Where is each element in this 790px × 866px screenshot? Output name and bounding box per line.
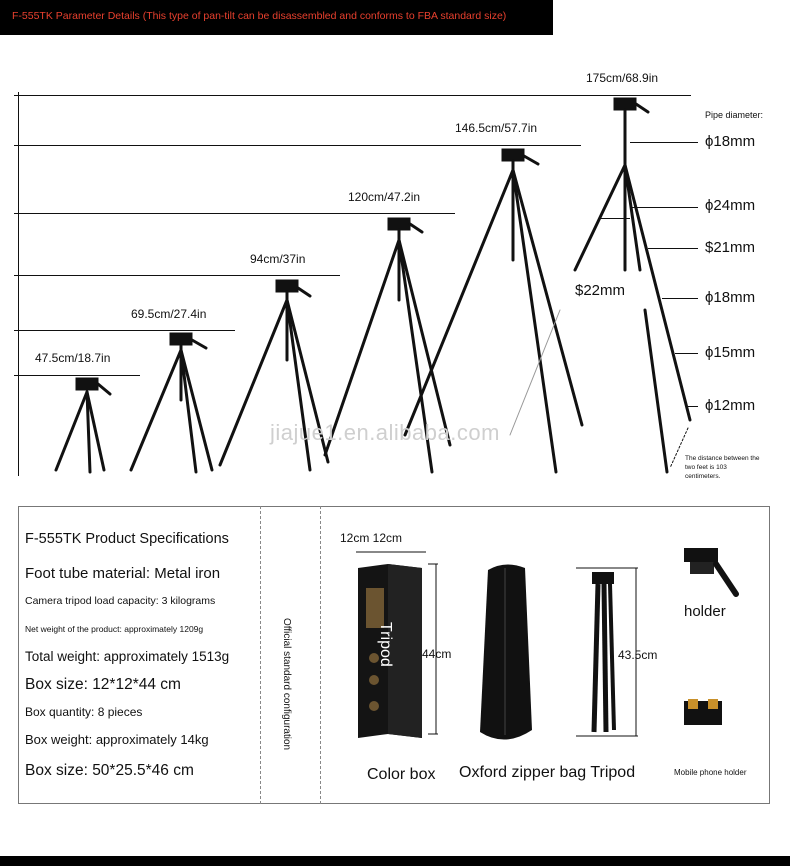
tripod-94cm <box>218 279 330 472</box>
pipe-pointer <box>662 298 698 299</box>
pipe-pointer <box>686 406 698 407</box>
height-label: 94cm/37in <box>250 252 306 266</box>
spec-line: Camera tripod load capacity: 3 kilograms <box>25 595 216 607</box>
bottom-bar <box>0 856 790 866</box>
height-label: 146.5cm/57.7in <box>455 121 538 135</box>
pipe-diameter-value: ϕ18mm <box>705 133 756 150</box>
tripod-120cm <box>323 217 452 474</box>
holder-caption: holder <box>684 603 726 620</box>
banner-title: F-555TK Parameter Details (This type of … <box>12 10 507 22</box>
phone-holder-caption: Mobile phone holder <box>674 768 747 777</box>
pipe-diameter-value: ϕ24mm <box>705 197 756 214</box>
height-line <box>18 330 235 331</box>
spec-line: Foot tube material: Metal iron <box>25 565 221 582</box>
pipe-diameter-value: $21mm <box>705 239 756 256</box>
height-label: 175cm/68.9in <box>586 71 659 85</box>
spec-line: Box weight: approximately 14kg <box>25 732 209 747</box>
box-height-label: 44cm <box>422 647 452 661</box>
divider <box>320 506 321 804</box>
height-label: 120cm/47.2in <box>348 190 421 204</box>
height-axis <box>18 92 19 476</box>
phone-holder-image <box>684 699 722 725</box>
spec-line: Box size: 12*12*44 cm <box>25 676 181 693</box>
watermark: jiajue1.en.alibaba.com <box>270 420 500 445</box>
height-line <box>18 375 140 376</box>
tripod-146cm <box>403 148 584 474</box>
spec-line: Net weight of the product: approximately… <box>25 624 204 634</box>
feet-distance-note: The distance between the two feet is 103… <box>685 455 760 480</box>
pipe-pointer <box>675 353 698 354</box>
specifications-panel <box>18 506 770 804</box>
tripod-47cm <box>54 377 112 474</box>
folded-tripod-image <box>576 567 638 737</box>
pipe-diameter-value: ϕ12mm <box>705 397 756 414</box>
box-brand: Tripod <box>377 622 394 667</box>
title-banner: F-555TK Parameter Details (This type of … <box>0 0 553 35</box>
pipe-diameter-value: ϕ18mm <box>705 289 756 306</box>
color-box-caption: Color box <box>367 766 436 783</box>
spec-line: Total weight: approximately 1513g <box>25 649 230 664</box>
height-line <box>18 213 455 214</box>
height-label: 47.5cm/18.7in <box>35 351 111 365</box>
height-line <box>18 145 581 146</box>
pan-tilt-head-image <box>684 548 739 597</box>
pipe-pointer <box>648 248 698 249</box>
tripod-folded-height: 43.5cm <box>618 648 658 662</box>
spec-line: Box size: 50*25.5*46 cm <box>25 762 194 779</box>
bag-tripod-caption: Oxford zipper bag Tripod <box>459 764 636 781</box>
tripod-height-illustration <box>54 97 692 474</box>
color-box-image <box>356 551 438 738</box>
pipe-pointer <box>630 207 698 208</box>
pipe-diameter-value: ϕ15mm <box>705 344 756 361</box>
pipe-pointer <box>600 218 630 219</box>
specs-title: F-555TK Product Specifications <box>25 531 229 547</box>
height-label: 69.5cm/27.4in <box>131 307 207 321</box>
center-column-diameter: $22mm <box>575 282 626 299</box>
height-line <box>18 275 340 276</box>
box-width-label: 12cm 12cm <box>340 531 403 545</box>
spec-line: Box quantity: 8 pieces <box>25 705 143 719</box>
pipe-diameter-title: Pipe diameter: <box>705 110 764 120</box>
tripod-69cm <box>129 332 214 474</box>
height-line <box>18 95 691 96</box>
oxford-bag-image <box>480 564 532 740</box>
pipe-pointer <box>630 142 698 143</box>
divider <box>260 506 261 804</box>
config-label: Official standard configuration <box>281 618 292 751</box>
